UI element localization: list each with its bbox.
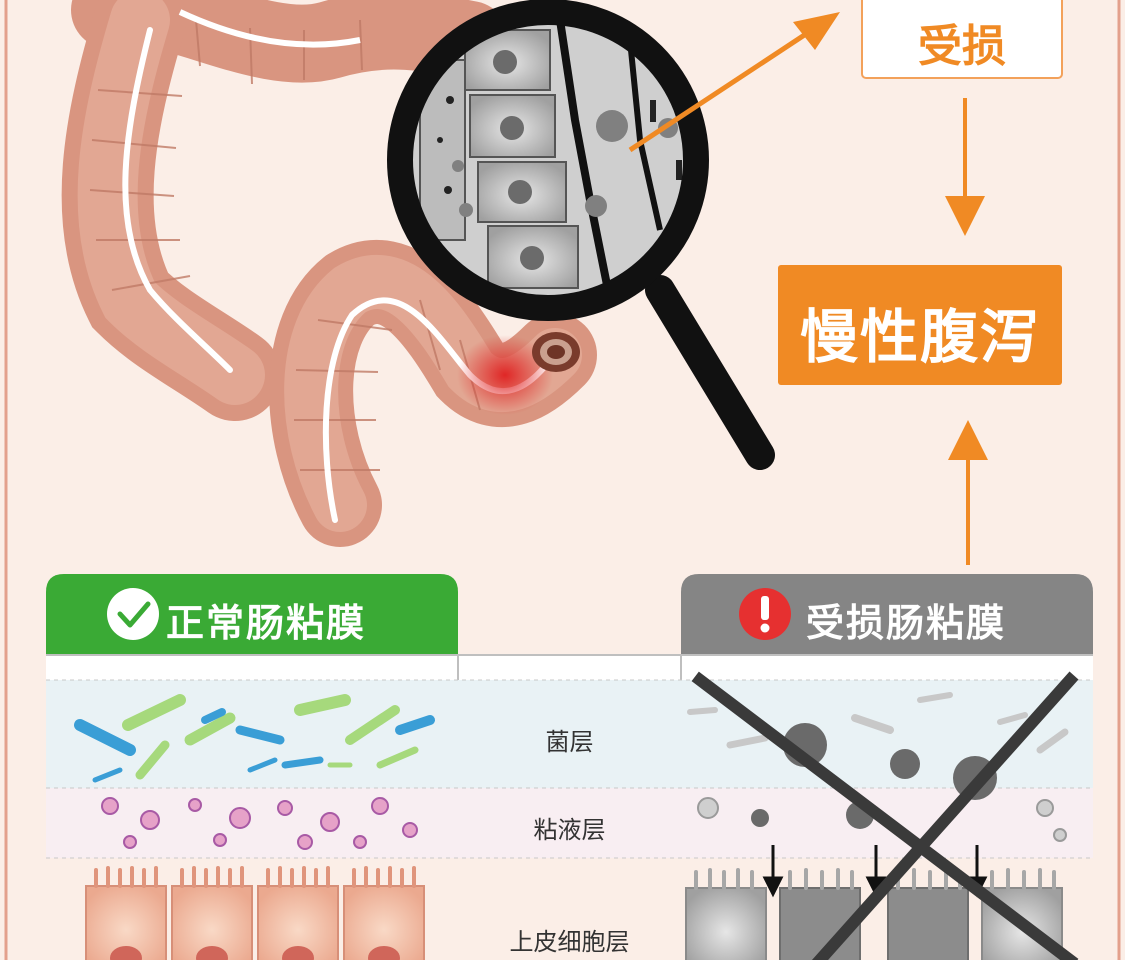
epithelial-layer-label: 上皮细胞层: [509, 928, 630, 956]
check-icon: [117, 601, 151, 628]
intestine-illustration: [61, 0, 597, 547]
normal-bacteria: [74, 694, 435, 783]
mucus-layer-label: 粘液层: [533, 816, 606, 844]
damaged-mucosa-title: 受损肠粘膜: [806, 601, 1007, 645]
damaged-epithelial-cells: [685, 845, 1063, 960]
page-border: [4, 0, 1121, 960]
damaged-box: [861, 0, 1063, 79]
damaged-bacteria: [687, 692, 1069, 842]
magnifier-illustration: [387, 0, 840, 470]
bacteria-layer-label: 菌层: [545, 728, 594, 756]
mucosa-comparison: [46, 574, 1093, 960]
normal-epithelial-cells: [85, 866, 425, 960]
normal-mucosa-title: 正常肠粘膜: [166, 601, 367, 645]
chronic-diarrhea-box: [778, 265, 1062, 385]
cross-mark: [691, 671, 1079, 960]
chronic-diarrhea-label: 慢性腹泻: [799, 303, 1040, 371]
normal-mucus: [101, 797, 418, 850]
damaged-header: [681, 574, 1093, 655]
damaged-label: 受损: [918, 21, 1006, 72]
flow-boxes: [778, 0, 1063, 565]
